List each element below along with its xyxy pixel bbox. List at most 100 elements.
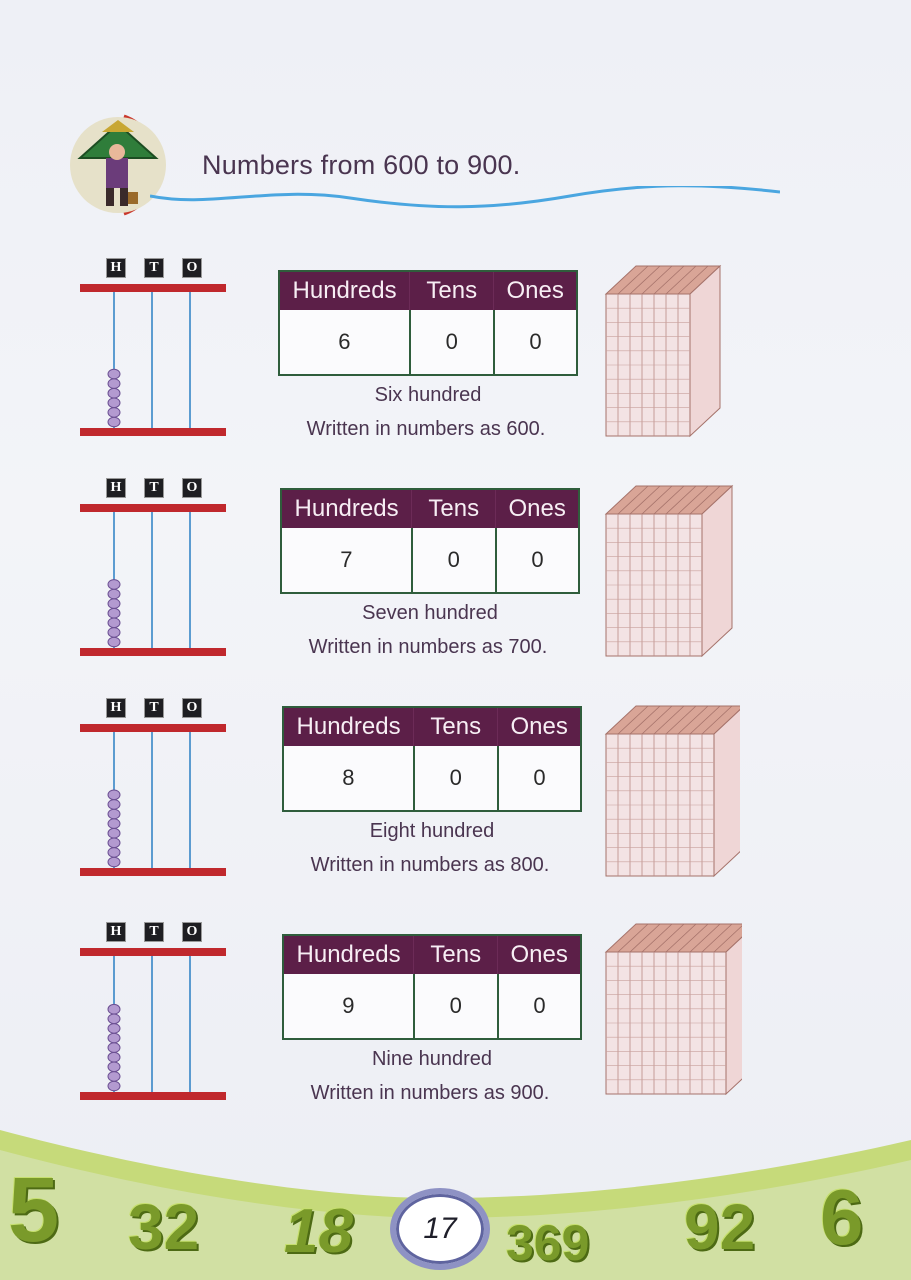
abacus-frame: [80, 724, 226, 876]
cube-top-face: [604, 923, 742, 953]
place-label-h: H: [106, 922, 126, 942]
abacus-bead: [107, 617, 121, 629]
abacus-bead: [107, 1080, 121, 1092]
hundreds-digit: 6: [279, 310, 410, 375]
tens-digit: 0: [412, 974, 498, 1039]
number-in-words: Nine hundred: [371, 1048, 493, 1070]
ones-digit: 0: [494, 528, 579, 593]
abacus-bottom-bar: [80, 1092, 226, 1100]
abacus-bead: [107, 827, 121, 839]
ones-digit: 0: [496, 974, 581, 1039]
abacus-bead: [107, 1051, 121, 1063]
footer-number: 369: [506, 1215, 590, 1271]
abacus-bead: [107, 598, 121, 609]
abacus-bottom-bar: [80, 648, 226, 656]
abacus-top-bar: [80, 504, 226, 512]
number-in-words: Eight hundred: [369, 820, 495, 842]
hundreds-digit: 7: [281, 528, 412, 593]
abacus-bead: [107, 1032, 121, 1044]
footer-number: 18: [284, 1197, 353, 1266]
abacus-bead: [107, 837, 121, 849]
place-label-o: O: [182, 478, 202, 498]
column-header-tens: Tens: [413, 935, 498, 974]
column-header-ones: Ones: [497, 935, 581, 974]
footer-number: 92: [684, 1191, 756, 1263]
hundreds-blocks-cube: [604, 923, 742, 1096]
page-title: Numbers from 600 to 900.: [202, 150, 521, 180]
column-header-hundreds: Hundreds: [283, 935, 414, 974]
abacus-bead: [107, 1042, 121, 1053]
number-written-sentence: Written in numbers as 700.: [308, 636, 548, 658]
page-number: 17: [423, 1212, 457, 1245]
abacus-frame: [80, 284, 226, 436]
title-underline-wave: [150, 186, 780, 209]
abacus-bead: [107, 847, 121, 858]
place-label-h: H: [106, 258, 126, 278]
column-header-hundreds: Hundreds: [281, 489, 412, 528]
abacus-bead: [107, 1013, 121, 1025]
abacus-frame: [80, 504, 226, 656]
cube-side-face: [725, 936, 742, 1096]
place-label-t: T: [144, 478, 164, 498]
column-header-hundreds: Hundreds: [283, 707, 414, 746]
tens-digit: 0: [412, 746, 498, 811]
abacus-bead: [107, 789, 121, 801]
page-number-badge: 17: [390, 1188, 490, 1270]
number-written-sentence: Written in numbers as 600.: [306, 418, 546, 440]
column-header-tens: Tens: [409, 271, 494, 310]
column-header-hundreds: Hundreds: [279, 271, 410, 310]
abacus-bead: [107, 1003, 121, 1015]
ones-digit: 0: [496, 746, 581, 811]
abacus-bead: [107, 627, 121, 638]
abacus-bead: [107, 1061, 121, 1073]
abacus-bead: [107, 856, 121, 868]
abacus-bead: [107, 808, 121, 820]
place-label-o: O: [182, 922, 202, 942]
column-header-tens: Tens: [411, 489, 496, 528]
abacus-bead: [107, 387, 121, 399]
abacus-bead: [107, 636, 121, 648]
place-label-h: H: [106, 478, 126, 498]
abacus-bead: [107, 1023, 121, 1034]
footer-number: 5: [8, 1159, 60, 1261]
footer-number: 32: [128, 1191, 200, 1263]
tens-digit: 0: [408, 310, 494, 375]
abacus-top-bar: [80, 948, 226, 956]
abacus-frame: [80, 948, 226, 1100]
hundreds-digit: 8: [283, 746, 414, 811]
number-in-words: Six hundred: [374, 384, 482, 406]
cube-side-face: [701, 484, 733, 658]
column-header-ones: Ones: [493, 271, 577, 310]
place-label-o: O: [182, 258, 202, 278]
abacus-bead: [107, 588, 121, 600]
column-header-ones: Ones: [497, 707, 581, 746]
place-label-t: T: [144, 698, 164, 718]
hundreds-blocks-cube: [604, 705, 740, 878]
column-header-ones: Ones: [495, 489, 579, 528]
place-label-t: T: [144, 922, 164, 942]
number-written-sentence: Written in numbers as 800.: [310, 854, 550, 876]
abacus-bead: [107, 1071, 121, 1082]
number-written-sentence: Written in numbers as 900.: [310, 1082, 550, 1104]
abacus-top-bar: [80, 724, 226, 732]
abacus-bead: [107, 799, 121, 810]
ones-digit: 0: [492, 310, 577, 375]
hundreds-blocks-cube: [604, 264, 722, 438]
abacus-bead: [107, 607, 121, 619]
abacus-bottom-bar: [80, 428, 226, 436]
abacus-bead: [107, 416, 121, 428]
column-header-tens: Tens: [413, 707, 498, 746]
hundreds-blocks-cube: [604, 484, 734, 658]
footer-number: 6: [820, 1173, 864, 1261]
